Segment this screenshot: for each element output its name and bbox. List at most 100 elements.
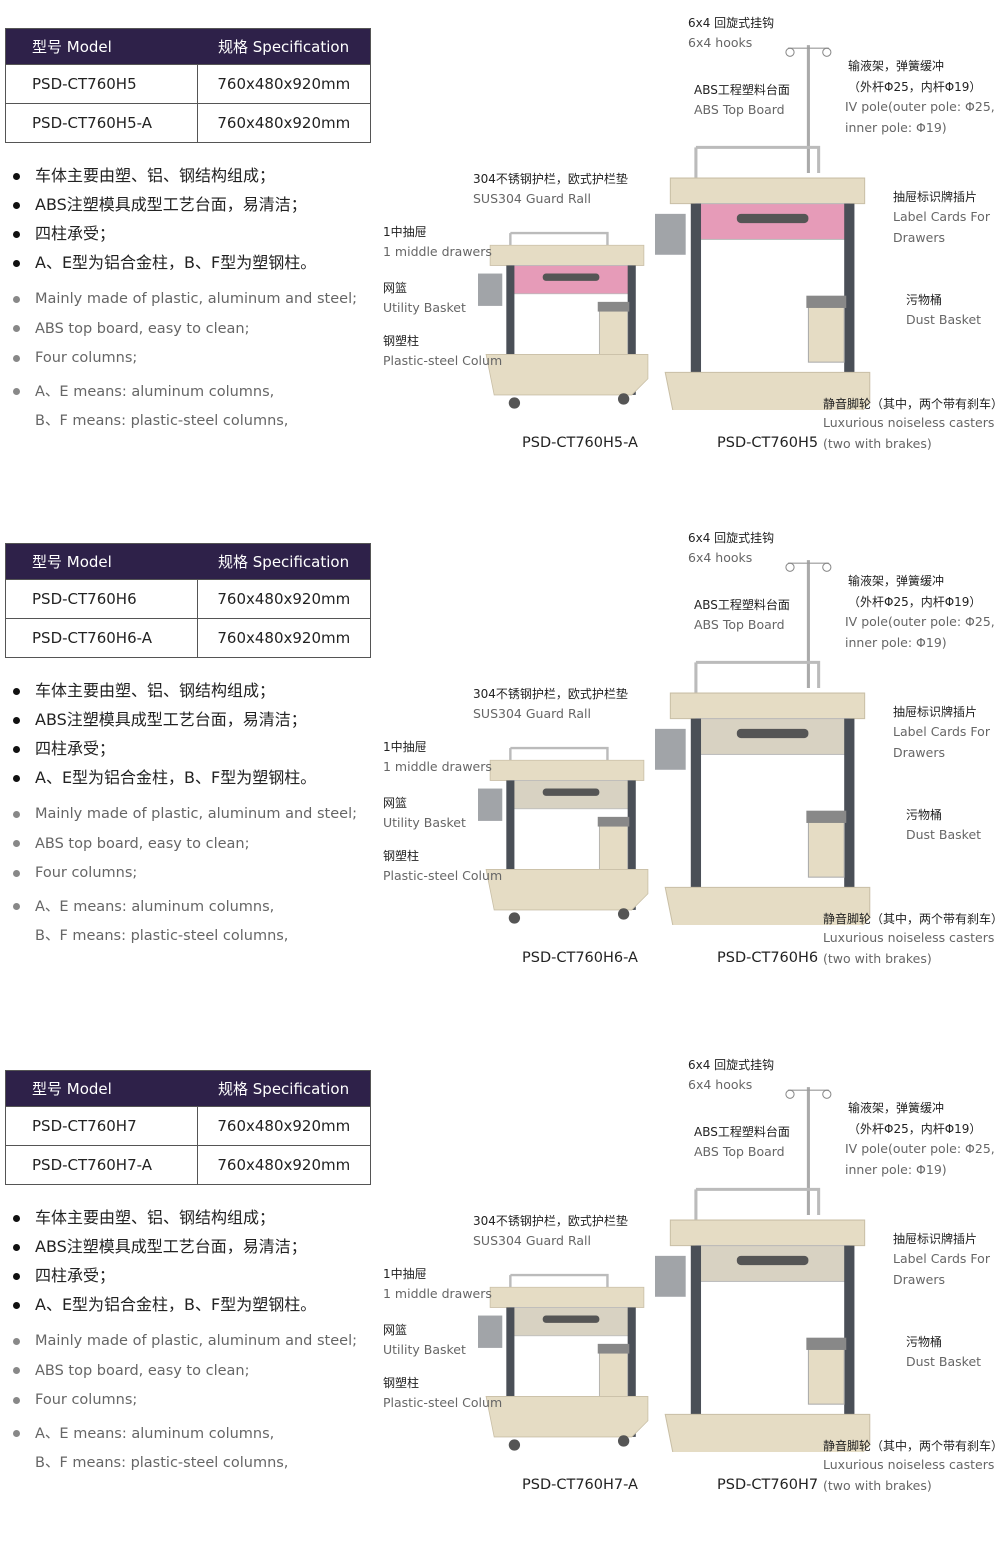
annotation-iv-cn2: （外杆Φ25，内杆Φ19） (848, 1122, 982, 1136)
header-spec: 规格 Specification (197, 1070, 371, 1107)
annotation-card-en2: Drawers (893, 1272, 945, 1287)
annotation-card-en2: Drawers (893, 230, 945, 245)
feature-cn: 车体主要由塑、铝、钢结构组成； (13, 1204, 275, 1228)
spec-cell: 760x480x920mm (196, 64, 371, 104)
bullet-icon (13, 746, 20, 753)
bullet-icon (13, 840, 20, 847)
spec-cell: 760x480x920mm (196, 618, 371, 658)
annotation-iv-en2: inner pole: Φ19) (845, 120, 947, 135)
feature-en: Four columns; (13, 350, 137, 366)
feature-en: Mainly made of plastic, aluminum and ste… (13, 806, 357, 822)
feature-en: A、E means: aluminum columns, (13, 380, 274, 401)
bullet-icon (13, 295, 20, 303)
annotation-caster-cn: 静音脚轮（其中，两个带有刹车） (823, 1439, 1004, 1453)
feature-en: ABS top board, easy to clean; (13, 1363, 249, 1379)
feature-text: Mainly made of plastic, aluminum and ste… (35, 291, 357, 307)
annotation-dust-cn: 污物桶 (906, 293, 943, 307)
annotation-drawer-cn: 1中抽屉 (383, 1267, 427, 1281)
feature-text: A、E means: aluminum columns, (35, 1425, 275, 1442)
big-model-label: PSD-CT760H6 (717, 950, 819, 966)
feature-text: ABS top board, easy to clean; (35, 320, 250, 337)
annotation-dust-en: Dust Basket (906, 312, 982, 327)
annotation-hooks-en: 6x4 hooks (688, 35, 753, 50)
annotation-caster-en: Luxurious noiseless casters (823, 415, 995, 430)
annotation-dust-cn: 污物桶 (906, 1335, 943, 1349)
annotation-basket-en: Utility Basket (383, 1342, 466, 1357)
header-model: 型号 Model (5, 28, 198, 65)
annotation-hooks-en: 6x4 hooks (688, 550, 753, 565)
small-model-label: PSD-CT760H5-A (522, 435, 638, 451)
bullet-icon (13, 1396, 20, 1404)
annotation-card-en: Label Cards For (893, 724, 990, 739)
annotation-iv-en: IV pole(outer pole: Φ25, (845, 614, 995, 629)
feature-text: ABS注塑模具成型工艺台面，易清洁； (35, 710, 307, 729)
feature-en: B、F means: plastic-steel columns, (13, 409, 288, 430)
bullet-icon (13, 1244, 20, 1251)
big-model-label: PSD-CT760H7 (717, 1477, 819, 1493)
feature-en: Mainly made of plastic, aluminum and ste… (13, 291, 357, 307)
annotation-caster-en: Luxurious noiseless casters (823, 1457, 995, 1472)
annotation-hooks-en: 6x4 hooks (688, 1077, 753, 1092)
feature-text: 四柱承受； (35, 224, 116, 243)
feature-text: A、E型为铝合金柱，B、F型为塑钢柱。 (35, 768, 317, 787)
annotation-drawer-cn: 1中抽屉 (383, 225, 427, 239)
header-spec: 规格 Specification (197, 28, 371, 65)
spec-cell: 760x480x920mm (196, 103, 371, 143)
feature-cn: 车体主要由塑、铝、钢结构组成； (13, 162, 275, 186)
feature-text: ABS注塑模具成型工艺台面，易清洁； (35, 1237, 307, 1256)
annotation-column-en: Plastic-steel Colum (383, 868, 503, 883)
feature-text: 车体主要由塑、铝、钢结构组成； (35, 166, 276, 185)
feature-text: A、E means: aluminum columns, (35, 898, 275, 915)
feature-cn: A、E型为铝合金柱，B、F型为塑钢柱。 (13, 764, 316, 788)
feature-text: ABS top board, easy to clean; (35, 835, 250, 852)
model-cell: PSD-CT760H6-A (5, 618, 198, 658)
annotation-top-en: ABS Top Board (694, 1144, 785, 1159)
annotation-column-en: Plastic-steel Colum (383, 353, 503, 368)
annotation-caster-en2: (two with brakes) (823, 436, 932, 451)
feature-text: B、F means: plastic-steel columns, (35, 1455, 289, 1471)
feature-cn: ABS注塑模具成型工艺台面，易清洁； (13, 1233, 307, 1257)
annotation-drawer-en: 1 middle drawers (383, 244, 492, 259)
small-cart-image (478, 1273, 649, 1451)
annotation-top-en: ABS Top Board (694, 102, 785, 117)
feature-text: 四柱承受； (35, 1266, 116, 1285)
bullet-icon (13, 903, 20, 910)
feature-text: 四柱承受； (35, 739, 116, 758)
feature-en: Four columns; (13, 865, 137, 881)
spec-cell: 760x480x920mm (196, 579, 371, 619)
spec-cell: 760x480x920mm (196, 1145, 371, 1185)
bullet-icon (13, 173, 20, 180)
annotation-drawer-cn: 1中抽屉 (383, 740, 427, 754)
big-model-label: PSD-CT760H5 (717, 435, 819, 451)
annotation-iv-cn2: （外杆Φ25，内杆Φ19） (848, 595, 982, 609)
annotation-column-cn: 钢塑柱 (383, 1376, 420, 1390)
feature-text: Mainly made of plastic, aluminum and ste… (35, 806, 357, 822)
feature-text: 车体主要由塑、铝、钢结构组成； (35, 1208, 276, 1227)
annotation-column-cn: 钢塑柱 (383, 334, 420, 348)
feature-text: A、E型为铝合金柱，B、F型为塑钢柱。 (35, 1295, 317, 1314)
feature-text: Four columns; (35, 350, 138, 366)
bullet-icon (13, 260, 20, 267)
feature-cn: 车体主要由塑、铝、钢结构组成； (13, 677, 275, 701)
bullet-icon (13, 1215, 20, 1222)
annotation-hooks-cn: 6x4 回旋式挂钩 (688, 16, 775, 30)
annotation-iv-cn: 输液架，弹簧缓冲 (848, 574, 945, 588)
feature-en: ABS top board, easy to clean; (13, 836, 249, 852)
header-model: 型号 Model (5, 543, 198, 580)
annotation-iv-cn2: （外杆Φ25，内杆Φ19） (848, 80, 982, 94)
bullet-icon (13, 388, 20, 395)
bullet-icon (13, 1302, 20, 1309)
bullet-icon (13, 810, 20, 818)
annotation-column-en: Plastic-steel Colum (383, 1395, 503, 1410)
